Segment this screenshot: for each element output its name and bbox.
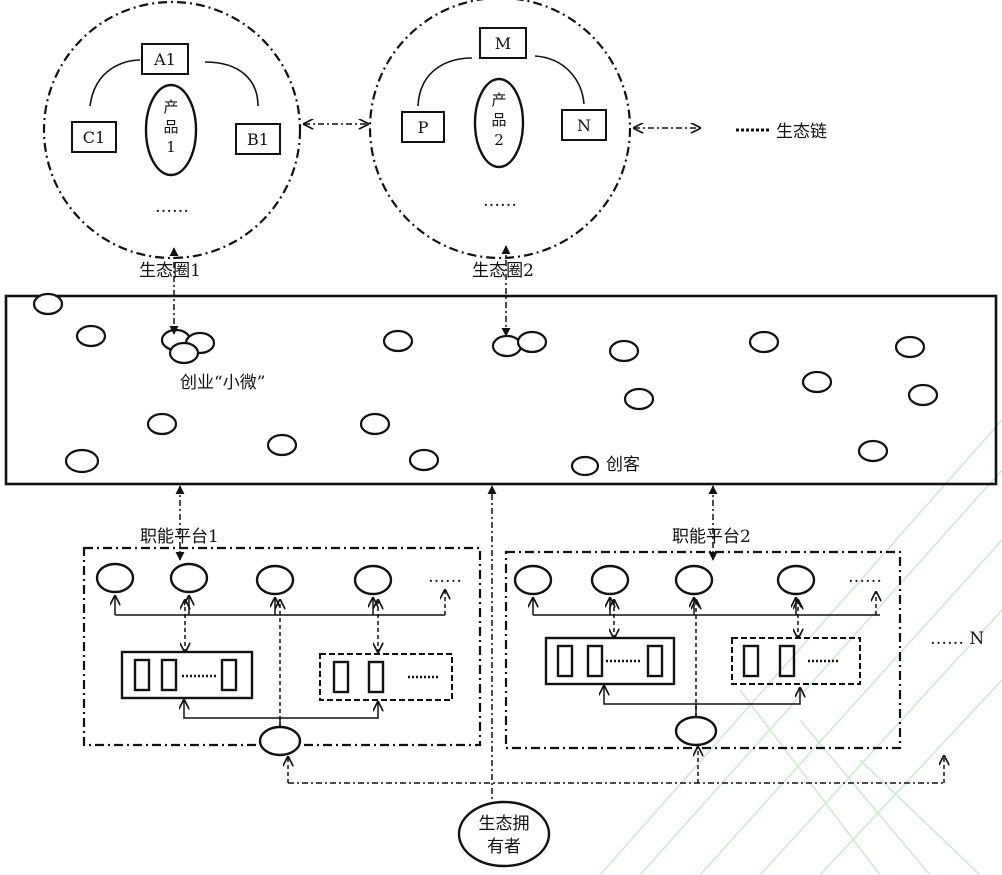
functional-platform-1: 职能平台1 …… bbox=[82, 485, 482, 757]
owner-connectors bbox=[288, 485, 944, 808]
unit-group-1a bbox=[120, 650, 254, 700]
box-b1: B1 bbox=[235, 123, 281, 155]
functional-platform-2-label: 职能平台2 bbox=[672, 527, 751, 547]
box-c1: C1 bbox=[71, 121, 117, 153]
platform-area: 创业“小微” 创客 bbox=[4, 292, 998, 486]
ecosystem-circle-2-label: 生态圈2 bbox=[472, 261, 534, 281]
svg-text:产: 产 bbox=[163, 98, 178, 116]
svg-text:生态链: 生态链 bbox=[776, 122, 827, 142]
ecosystem-circle-1: A1 C1 B1 产 品 1 …… 生态圈1 bbox=[42, 0, 302, 281]
small-micro-label: 创业“小微” bbox=[180, 373, 265, 393]
box-m: M bbox=[479, 27, 527, 59]
circle-to-platform-connectors bbox=[169, 245, 511, 337]
svg-text:2: 2 bbox=[494, 131, 504, 149]
ecosystem-circle-1-label: 生态圈1 bbox=[139, 261, 201, 281]
product-ellipse-1: 产 品 1 bbox=[144, 83, 198, 177]
platform-2-ellipsis: …… bbox=[848, 567, 882, 587]
maker-nodes bbox=[32, 292, 939, 477]
svg-text:生态拥: 生态拥 bbox=[479, 814, 530, 834]
ecosystem-circle-2: M P N 产 品 2 …… 生态圈2 bbox=[368, 0, 632, 281]
product-ellipse-2: 产 品 2 bbox=[473, 77, 525, 169]
svg-text:B1: B1 bbox=[247, 130, 269, 149]
svg-text:产: 产 bbox=[491, 91, 506, 109]
svg-text:N: N bbox=[577, 116, 591, 135]
unit-group-2b bbox=[731, 637, 861, 685]
box-a1: A1 bbox=[141, 43, 189, 75]
unit-group-2a bbox=[544, 636, 676, 686]
more-platforms-label: …… N bbox=[930, 629, 984, 649]
svg-text:品: 品 bbox=[163, 118, 178, 136]
ellipsis-1: …… bbox=[155, 197, 189, 217]
platform-1-ellipsis: …… bbox=[428, 567, 462, 587]
legend-chain: 生态链 bbox=[736, 122, 827, 142]
box-n: N bbox=[561, 109, 607, 141]
box-p: P bbox=[401, 111, 445, 143]
svg-text:1: 1 bbox=[166, 138, 176, 156]
functional-platform-2: 职能平台2 …… bbox=[504, 485, 902, 750]
svg-text:M: M bbox=[495, 34, 511, 53]
ecosystem-owner-node: 生态拥 有者 bbox=[457, 800, 551, 868]
svg-text:品: 品 bbox=[491, 111, 506, 129]
maker-label: 创客 bbox=[606, 455, 640, 475]
unit-group-1b bbox=[319, 653, 453, 701]
svg-text:有者: 有者 bbox=[487, 837, 521, 857]
watermark bbox=[599, 419, 1002, 875]
svg-text:P: P bbox=[418, 118, 429, 137]
svg-text:C1: C1 bbox=[83, 128, 105, 147]
ecosystem-chain-connectors bbox=[304, 124, 700, 128]
ellipsis-2: …… bbox=[483, 191, 517, 211]
svg-text:A1: A1 bbox=[153, 50, 176, 69]
